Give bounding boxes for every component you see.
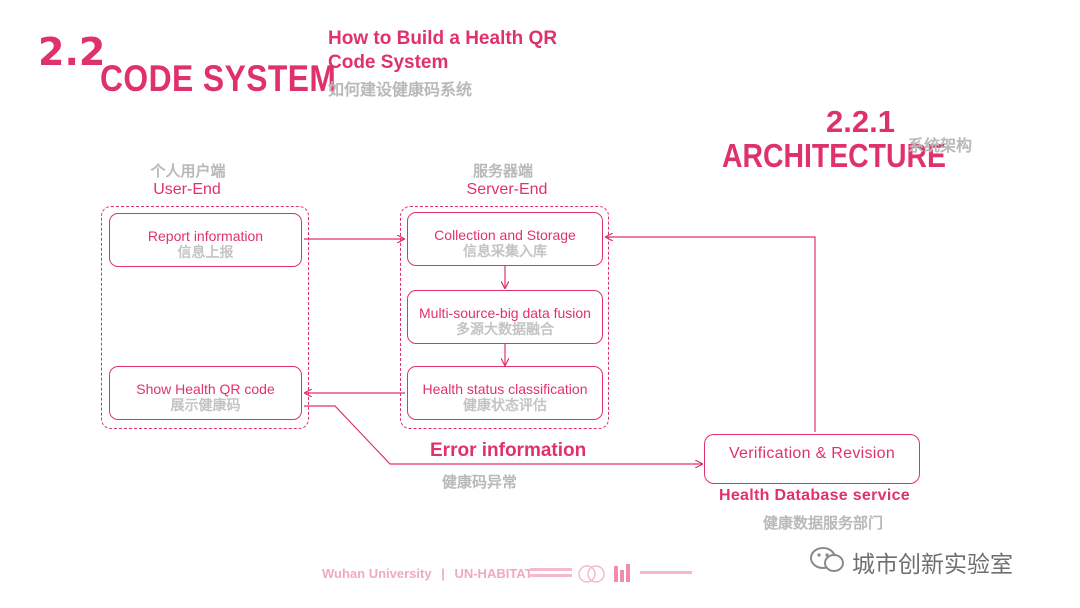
subtitle-en-line2: Code System xyxy=(328,52,449,73)
node-report-cn: 信息上报 xyxy=(177,244,234,260)
node-data-fusion: Multi-source-big data fusion 多源大数据融合 xyxy=(407,290,603,344)
node-classify-cn: 健康状态评估 xyxy=(463,397,547,413)
subtitle-cn: 如何建设健康码系统 xyxy=(328,82,473,99)
arrow-error-to-verification xyxy=(304,405,702,464)
node-health-classification: Health status classification 健康状态评估 xyxy=(407,366,603,420)
node-showqr-cn: 展示健康码 xyxy=(170,397,241,413)
user-end-group xyxy=(101,206,309,429)
footer-partner: UN-HABITAT xyxy=(454,566,533,581)
subtitle-en-line1: How to Build a Health QR xyxy=(328,28,558,49)
node-report-information: Report information 信息上报 xyxy=(109,213,302,267)
subsection-number: 2.2.1 xyxy=(826,104,895,139)
section-number: 2.2 xyxy=(38,30,106,74)
section-title: CODE SYSTEM xyxy=(100,58,337,99)
subsection-title: ARCHITECTURE xyxy=(722,137,946,174)
wechat-icon xyxy=(810,547,844,572)
footer-university: Wuhan University xyxy=(322,566,432,581)
node-verify-en: Verification & Revision xyxy=(728,445,896,462)
node-show-qr: Show Health QR code 展示健康码 xyxy=(109,366,302,420)
user-end-en: User-End xyxy=(153,181,221,198)
database-label-cn: 健康数据服务部门 xyxy=(763,515,884,532)
arrow-verification-to-collection xyxy=(606,237,816,432)
footer-credits: Wuhan University | UN-HABITAT xyxy=(322,566,539,581)
database-label-en: Health Database service xyxy=(719,487,911,504)
server-end-en: Server-End xyxy=(466,181,548,198)
server-end-group xyxy=(400,206,609,429)
node-collection-storage: Collection and Storage 信息采集入库 xyxy=(407,212,603,266)
error-label-en: Error information xyxy=(430,440,587,461)
node-classify-en: Health status classification xyxy=(422,381,588,397)
node-verification-revision: Verification & Revision xyxy=(704,434,920,484)
node-report-en: Report information xyxy=(147,228,264,244)
watermark-text: 城市创新实验室 xyxy=(852,551,1013,577)
partner-logos xyxy=(530,564,692,583)
node-collect-cn: 信息采集入库 xyxy=(463,243,547,259)
user-end-cn: 个人用户端 xyxy=(150,163,226,180)
node-fusion-cn: 多源大数据融合 xyxy=(456,321,554,337)
node-collect-en: Collection and Storage xyxy=(434,227,576,243)
footer-separator: | xyxy=(441,566,445,581)
server-end-cn: 服务器端 xyxy=(472,163,533,180)
error-label-cn: 健康码异常 xyxy=(442,474,518,491)
subsection-cn: 系统架构 xyxy=(908,138,973,155)
node-fusion-en: Multi-source-big data fusion xyxy=(419,305,591,321)
node-showqr-en: Show Health QR code xyxy=(136,381,275,397)
